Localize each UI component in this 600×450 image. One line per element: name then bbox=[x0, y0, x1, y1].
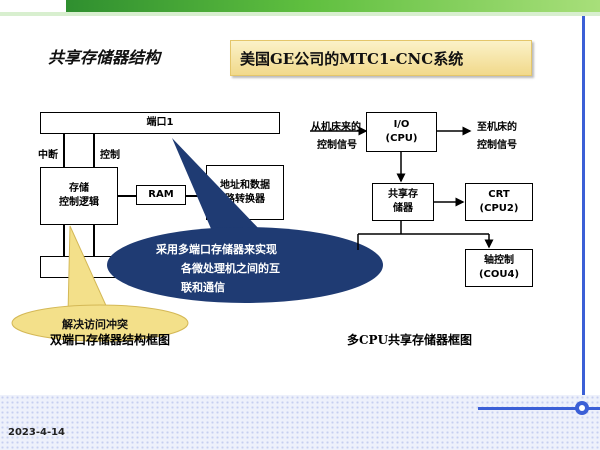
from-machine-line2: 控制信号 bbox=[317, 140, 357, 151]
blue-callout-tail bbox=[172, 138, 262, 238]
port-label: 端口1 bbox=[146, 117, 174, 128]
storage-control-box: 存储 控制逻辑 bbox=[40, 167, 118, 225]
axis-line1: 轴控制 bbox=[484, 255, 514, 266]
bottom-pattern-band bbox=[0, 395, 600, 450]
blue-callout-line1: 采用多端口存储器来实现 bbox=[156, 243, 277, 256]
right-diagram-caption: 多CPU共享存储器框图 bbox=[347, 333, 473, 347]
control-label: 控制 bbox=[100, 150, 120, 161]
crt-box: CRT (CPU2) bbox=[465, 183, 533, 221]
crt-line1: CRT bbox=[488, 189, 510, 200]
subtitle-banner bbox=[230, 40, 532, 76]
connector bbox=[63, 225, 65, 257]
ram-box: RAM bbox=[136, 185, 186, 205]
top-accent-strip bbox=[0, 12, 600, 16]
yellow-callout-text: 解决访问冲突 bbox=[62, 318, 128, 331]
top-accent-bar bbox=[66, 0, 600, 12]
shared-line2: 储器 bbox=[393, 203, 413, 214]
to-machine-line2: 控制信号 bbox=[477, 140, 517, 151]
crt-line2: (CPU2) bbox=[479, 203, 519, 214]
storage-ctrl-line1: 存储 bbox=[69, 183, 89, 194]
connector bbox=[63, 134, 65, 168]
io-line2: (CPU) bbox=[385, 133, 418, 144]
connector bbox=[118, 195, 136, 197]
ram-label: RAM bbox=[148, 189, 174, 200]
addr-conv-line2: 路转换器 bbox=[225, 193, 265, 205]
interrupt-label: 中断 bbox=[38, 150, 58, 161]
blue-callout-line3: 联和通信 bbox=[181, 281, 225, 294]
connector bbox=[93, 134, 95, 168]
io-cpu-box: I/O (CPU) bbox=[366, 112, 437, 152]
io-line1: I/O bbox=[393, 119, 410, 130]
accent-circle-icon bbox=[575, 401, 589, 415]
blue-callout-line2: 各微处理机之间的互 bbox=[181, 262, 280, 275]
horizontal-accent-line bbox=[478, 407, 600, 410]
blue-callout-bubble bbox=[107, 227, 383, 303]
port-box: 端口1 bbox=[40, 112, 280, 134]
subtitle-text: 美国GE公司的MTC1-CNC系统 bbox=[240, 50, 464, 68]
connector bbox=[186, 195, 206, 197]
vertical-accent-line bbox=[582, 16, 585, 410]
slide-title: 共享存储器结构 bbox=[48, 48, 161, 67]
yellow-callout-bubble bbox=[11, 304, 189, 342]
left-diagram-caption: 双端口存储器结构框图 bbox=[50, 333, 171, 347]
shared-line1: 共享存 bbox=[388, 189, 418, 200]
axis-control-box: 轴控制 (COU4) bbox=[465, 249, 533, 287]
slide-date: 2023-4-14 bbox=[8, 427, 66, 438]
axis-line2: (COU4) bbox=[478, 269, 520, 280]
from-machine-line1: 从机床来的 bbox=[311, 122, 361, 133]
storage-ctrl-line2: 控制逻辑 bbox=[59, 197, 99, 208]
addr-conv-line1: 地址和数据 bbox=[220, 179, 270, 191]
shared-memory-box: 共享存 储器 bbox=[372, 183, 434, 221]
to-machine-line1: 至机床的 bbox=[477, 122, 517, 133]
connector bbox=[93, 225, 95, 257]
